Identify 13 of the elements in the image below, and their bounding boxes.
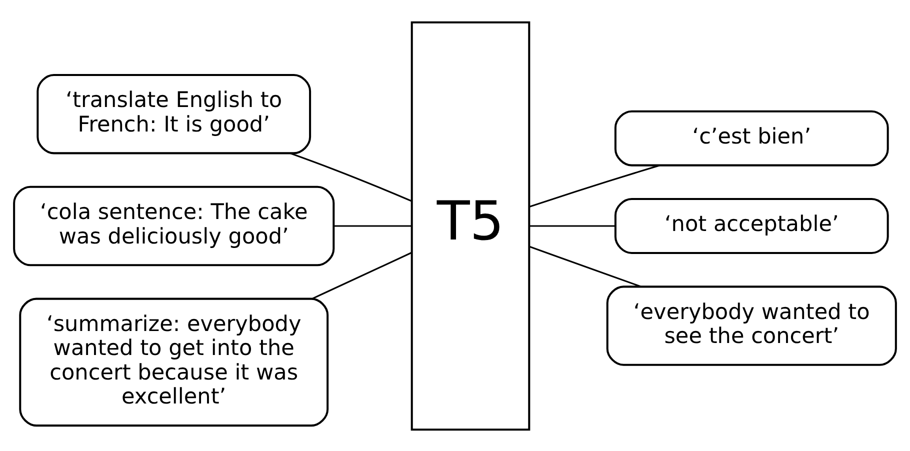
node-box: ‘cola sentence: The cake was deliciously good’ bbox=[13, 185, 335, 266]
connector bbox=[530, 164, 660, 207]
connector bbox=[334, 224, 412, 226]
connector bbox=[290, 152, 412, 202]
node-box: ‘not acceptable’ bbox=[614, 198, 889, 254]
node-box: ‘everybody wanted to see the concert’ bbox=[606, 285, 897, 366]
connector bbox=[312, 251, 412, 299]
node-box: ‘translate English to French: It is good’ bbox=[36, 73, 312, 154]
connector bbox=[529, 224, 616, 226]
connector bbox=[528, 245, 641, 287]
node-box: ‘summarize: everybody wanted to get into the concert because it was excellent’ bbox=[19, 297, 329, 426]
node-box: T5 bbox=[410, 20, 530, 430]
node-box: ‘c’est bien’ bbox=[614, 110, 889, 166]
